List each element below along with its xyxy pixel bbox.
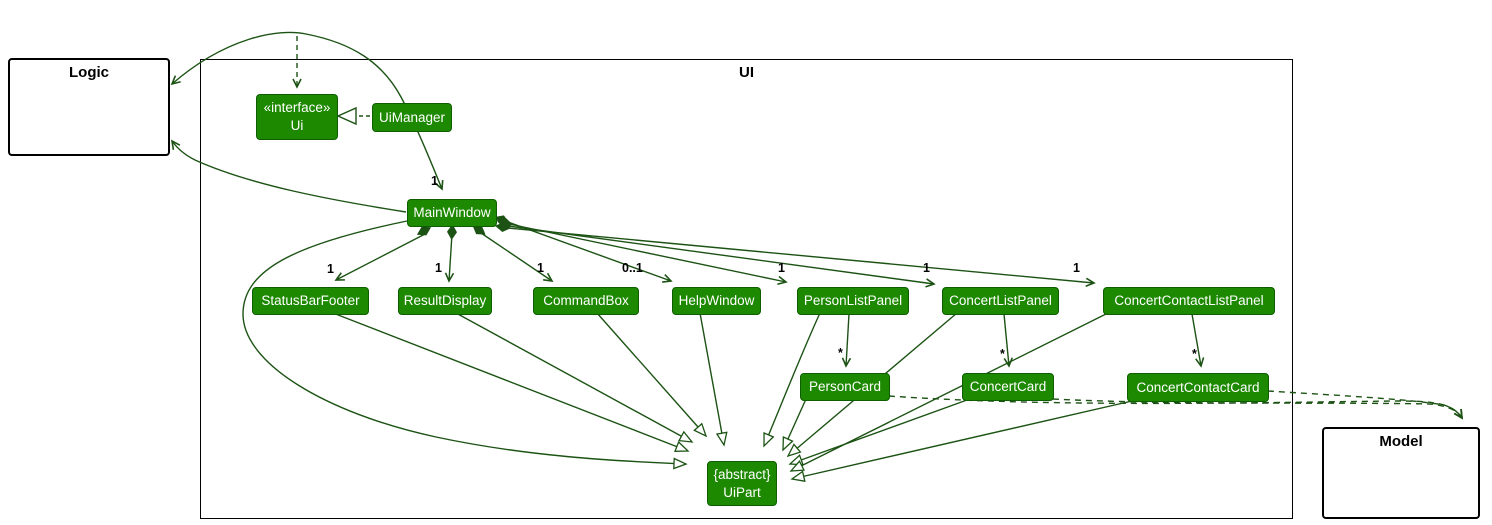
edge-concertcontactlistpanel-concertcontactcard [1191, 313, 1205, 368]
edge-personlistpanel-personcard [841, 313, 852, 368]
mult-mainwindow-resultdisplay: 1 [435, 261, 442, 275]
edge-commandbox-uipart [596, 312, 708, 438]
class-uipart-stereotype: {abstract} [713, 466, 771, 482]
class-ui-interface: «interface» Ui [256, 94, 338, 140]
mult-mainwindow-personlistpanel: 1 [778, 261, 785, 275]
edge-concertlistpanel-concertcard [1003, 313, 1013, 368]
mult-mainwindow-concertcontactlistpanel: 1 [1073, 261, 1080, 275]
edge-mainwindow-concertlistpanel [507, 225, 936, 288]
class-concertlistpanel: ConcertListPanel [942, 287, 1059, 315]
edge-mainwindow-personlistpanel [508, 223, 788, 286]
mult-personlistpanel-personcard: * [838, 346, 843, 360]
edge-mainwindow-resultdisplay [444, 233, 455, 283]
edge-mainwindow-statusbarfooter [334, 232, 428, 281]
class-concertcontactlistpanel: ConcertContactListPanel [1103, 287, 1275, 315]
class-helpwindow: HelpWindow [672, 287, 761, 315]
package-model-title: Model [1379, 433, 1423, 450]
edge-mainwindow-concertcontactlistpanel [506, 227, 1096, 287]
edge-personcard-model [888, 395, 1463, 420]
class-commandbox: CommandBox [533, 287, 639, 315]
mult-mainwindow-commandbox: 1 [537, 261, 544, 275]
class-uipart-name: UiPart [723, 484, 761, 500]
class-uipart: {abstract} UiPart [707, 461, 777, 506]
edge-personlistpanel-uipart [763, 312, 821, 448]
class-resultdisplay: ResultDisplay [398, 287, 492, 315]
edge-statusbarfooter-uipart [332, 312, 690, 452]
edge-concertcontactcard-model [1267, 390, 1463, 420]
class-uimanager: UiManager [372, 103, 452, 132]
mult-mainwindow-statusbarfooter: 1 [327, 262, 334, 276]
class-ui-interface-name: Ui [290, 118, 304, 133]
diamond-statusbarfooter [416, 226, 432, 236]
edge-uimanager-logic-mainwindow [170, 31, 444, 191]
class-concertcontactcard: ConcertContactCard [1127, 373, 1269, 402]
edge-mainwindow-helpwindow [507, 221, 673, 283]
class-statusbarfooter: StatusBarFooter [252, 287, 369, 315]
diamond-personlistpanel [497, 218, 513, 228]
edge-concertcontactcard-uipart [790, 400, 1133, 482]
class-personcard: PersonCard [800, 373, 890, 401]
edge-helpwindow-uipart [699, 312, 728, 447]
package-model: Model [1322, 427, 1480, 519]
mult-mainwindow-helpwindow: 0..1 [622, 261, 643, 275]
class-personlistpanel: PersonListPanel [797, 287, 909, 315]
diamond-resultdisplay [447, 224, 457, 240]
edge-mainwindow-logic [170, 139, 407, 213]
edge-personcard-uipart [782, 398, 807, 452]
mult-mainwindow-concertlistpanel: 1 [923, 261, 930, 275]
edge-mainwindow-commandbox [480, 232, 554, 283]
package-ui-title: UI [739, 64, 754, 81]
edge-concertcard-uipart [788, 399, 968, 466]
mult-uimanager-mainwindow: 1 [431, 174, 438, 188]
diamond-commandbox [472, 225, 486, 235]
package-logic-title: Logic [69, 64, 109, 81]
edge-concertcontactlistpanel-uipart [789, 312, 1109, 472]
diamond-concertlistpanels [495, 222, 511, 232]
edge-mainwindow-uipart [242, 220, 688, 470]
mult-concertcontactlistpanel-concertcontactcard: * [1192, 347, 1197, 361]
class-concertcard: ConcertCard [962, 373, 1054, 401]
class-ui-interface-stereotype: «interface» [263, 100, 331, 116]
realization-triangle [336, 106, 357, 126]
package-logic: Logic [8, 58, 170, 156]
edge-resultdisplay-uipart [455, 312, 694, 443]
composition-diamonds [416, 215, 513, 240]
class-mainwindow: MainWindow [407, 199, 497, 227]
mult-concertlistpanel-concertcard: * [1000, 347, 1005, 361]
